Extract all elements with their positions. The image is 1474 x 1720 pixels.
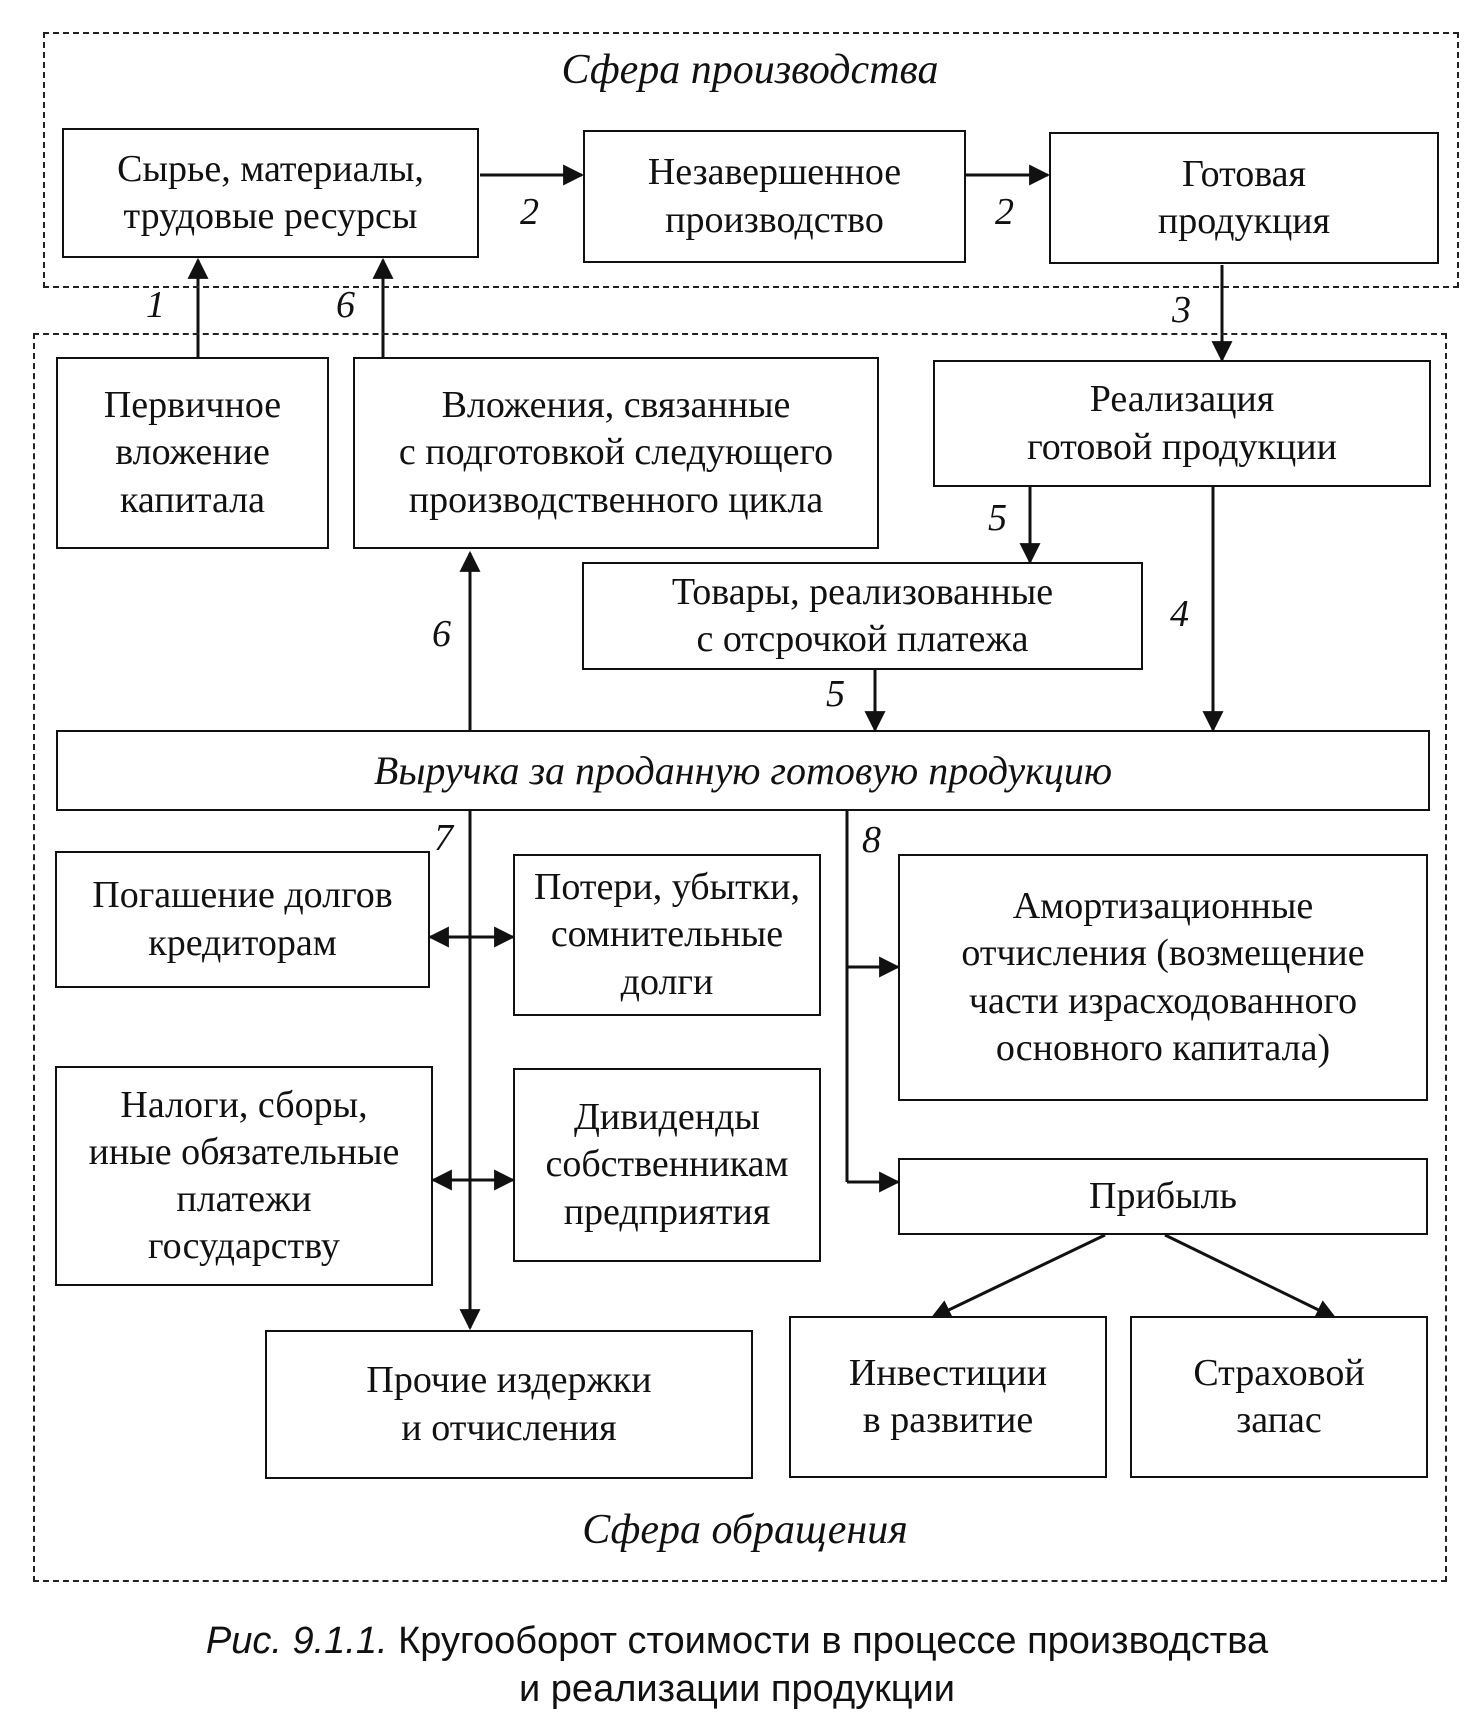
- box-primary-investment: Первичное вложение капитала: [56, 357, 329, 549]
- flow-number-5-top: 5: [988, 497, 1007, 539]
- box-work-in-progress: Незавершенное производство: [583, 130, 966, 263]
- box-development-investment: Инвестиции в развитие: [789, 1316, 1107, 1478]
- arrow-profit-to-development: [930, 1233, 1106, 1320]
- box-next-cycle-investment: Вложения, связанные с подготовкой следую…: [353, 357, 879, 549]
- flow-number-1: 1: [146, 284, 165, 326]
- box-creditors: Погашение долгов кредиторам: [55, 851, 430, 988]
- circulation-sphere-label: Сфера обращения: [582, 1507, 908, 1553]
- box-raw-materials: Сырье, материалы, трудовые ресурсы: [62, 128, 479, 258]
- figure-caption: Рис. 9.1.1. Кругооборот стоимости в проц…: [0, 1618, 1474, 1713]
- flow-number-2-right: 2: [995, 191, 1014, 233]
- caption-title-line-1: Кругооборот стоимости в процессе произво…: [398, 1620, 1269, 1662]
- flow-number-8: 8: [862, 819, 881, 861]
- flow-number-4: 4: [1170, 593, 1189, 635]
- box-taxes: Налоги, сборы, иные обязательные платежи…: [55, 1066, 433, 1286]
- box-depreciation: Амортизационные отчисления (возмещение ч…: [898, 854, 1428, 1101]
- box-reserve: Страховой запас: [1130, 1316, 1428, 1478]
- flow-number-6-top: 6: [336, 284, 355, 326]
- caption-prefix: Рис. 9.1.1.: [205, 1620, 388, 1662]
- box-losses: Потери, убытки, сомнительные долги: [513, 854, 821, 1016]
- production-sphere-label: Сфера производства: [561, 47, 939, 93]
- box-finished-goods: Готовая продукция: [1049, 132, 1439, 264]
- flow-number-7: 7: [434, 817, 453, 859]
- caption-line-1: Рис. 9.1.1. Кругооборот стоимости в проц…: [0, 1618, 1474, 1666]
- flow-number-6-mid: 6: [432, 613, 451, 655]
- caption-title-line-2: и реализации продукции: [519, 1667, 955, 1710]
- flow-number-2-left: 2: [520, 191, 539, 233]
- box-revenue: Выручка за проданную готовую продукцию: [56, 730, 1430, 811]
- box-profit: Прибыль: [898, 1158, 1428, 1235]
- box-dividends: Дивиденды собственникам предприятия: [513, 1068, 821, 1262]
- box-deferred-payment-goods: Товары, реализованные с отсрочкой платеж…: [582, 562, 1143, 670]
- arrow-profit-to-reserve: [1164, 1233, 1337, 1320]
- circulation-sphere-zone: [33, 333, 1447, 1582]
- box-sales: Реализация готовой продукции: [933, 360, 1431, 487]
- production-sphere-zone: [43, 32, 1459, 288]
- flow-number-5-bottom: 5: [826, 673, 845, 715]
- flow-number-3: 3: [1172, 289, 1191, 331]
- box-other-costs: Прочие издержки и отчисления: [265, 1330, 753, 1479]
